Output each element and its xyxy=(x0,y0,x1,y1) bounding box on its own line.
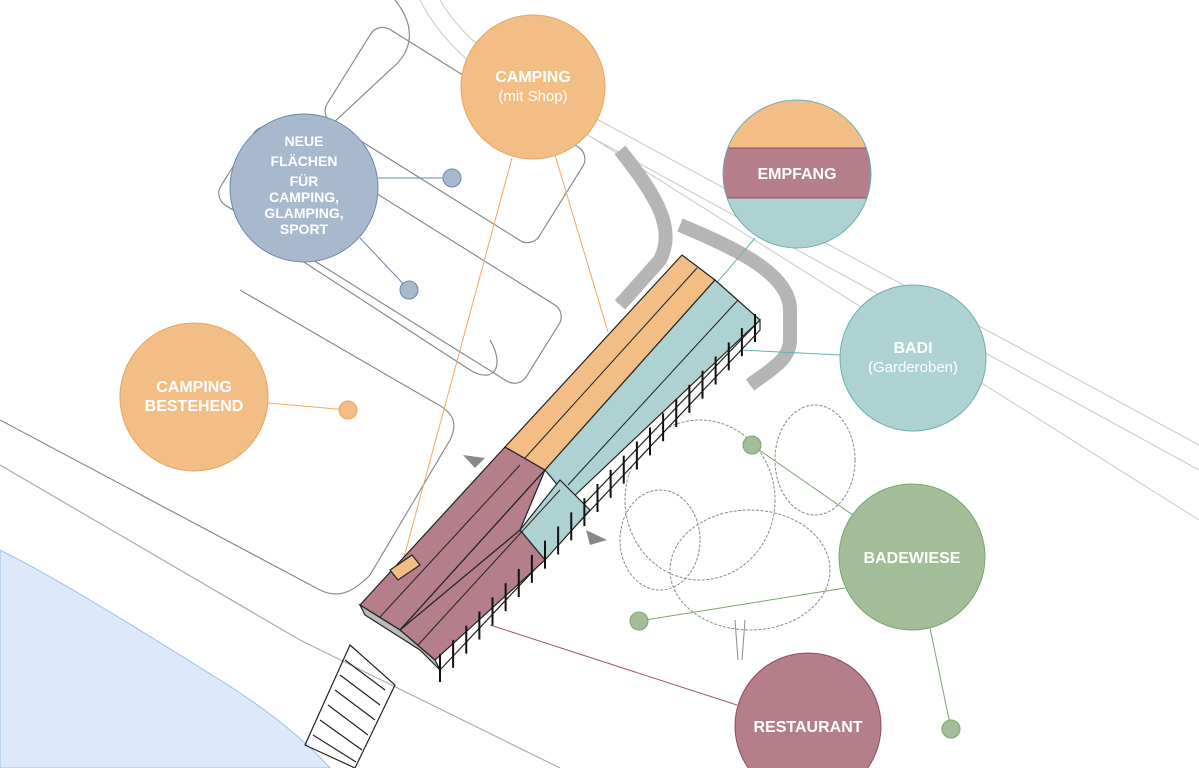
stairs xyxy=(304,644,396,768)
circle-camping-shop: CAMPING (mit Shop) xyxy=(460,14,606,160)
circle-neue-flaechen: NEUE FLÄCHEN FÜR CAMPING, GLAMPING, SPOR… xyxy=(229,113,379,263)
label-badi: BADI xyxy=(893,340,932,357)
label-line: NEUE xyxy=(285,133,324,149)
label-restaurant: RESTAURANT xyxy=(753,719,862,736)
site-outlines xyxy=(0,0,586,768)
label-line: GLAMPING, xyxy=(264,205,343,221)
building-pillars xyxy=(439,314,756,682)
label-line: SPORT xyxy=(280,221,329,237)
arrow-icon xyxy=(463,455,485,468)
label-camping: CAMPING xyxy=(495,69,571,86)
circle-restaurant: RESTAURANT xyxy=(734,652,882,768)
circle-badewiese: BADEWIESE xyxy=(838,483,986,631)
tree-trunk xyxy=(734,619,746,661)
label-line: FLÄCHEN xyxy=(271,153,338,169)
circle-camping-bestehend: CAMPING BESTEHEND xyxy=(119,322,269,472)
marker-dot-blue xyxy=(399,280,419,300)
trees xyxy=(619,404,856,631)
label-badewiese: BADEWIESE xyxy=(864,550,961,567)
access-road xyxy=(614,145,797,391)
building-hall xyxy=(358,254,761,672)
label-line: CAMPING xyxy=(156,379,232,396)
marker-dot-green xyxy=(742,435,762,455)
circle-badi: BADI (Garderoben) xyxy=(839,284,987,432)
circle-empfang: EMPFANG xyxy=(722,99,872,249)
arrow-icon xyxy=(586,530,607,545)
marker-dot-green xyxy=(629,611,649,631)
lake-water xyxy=(0,549,331,768)
label-line: FÜR xyxy=(290,173,319,189)
label-line: BESTEHEND xyxy=(145,398,244,415)
connector-lines xyxy=(267,154,952,730)
marker-dot-green xyxy=(941,719,961,739)
marker-dot-blue xyxy=(442,168,462,188)
label-empfang: EMPFANG xyxy=(757,166,836,183)
label-garderoben: (Garderoben) xyxy=(868,359,958,376)
label-line: CAMPING, xyxy=(269,189,339,205)
marker-dot-orange xyxy=(338,400,358,420)
label-mit-shop: (mit Shop) xyxy=(498,88,567,105)
